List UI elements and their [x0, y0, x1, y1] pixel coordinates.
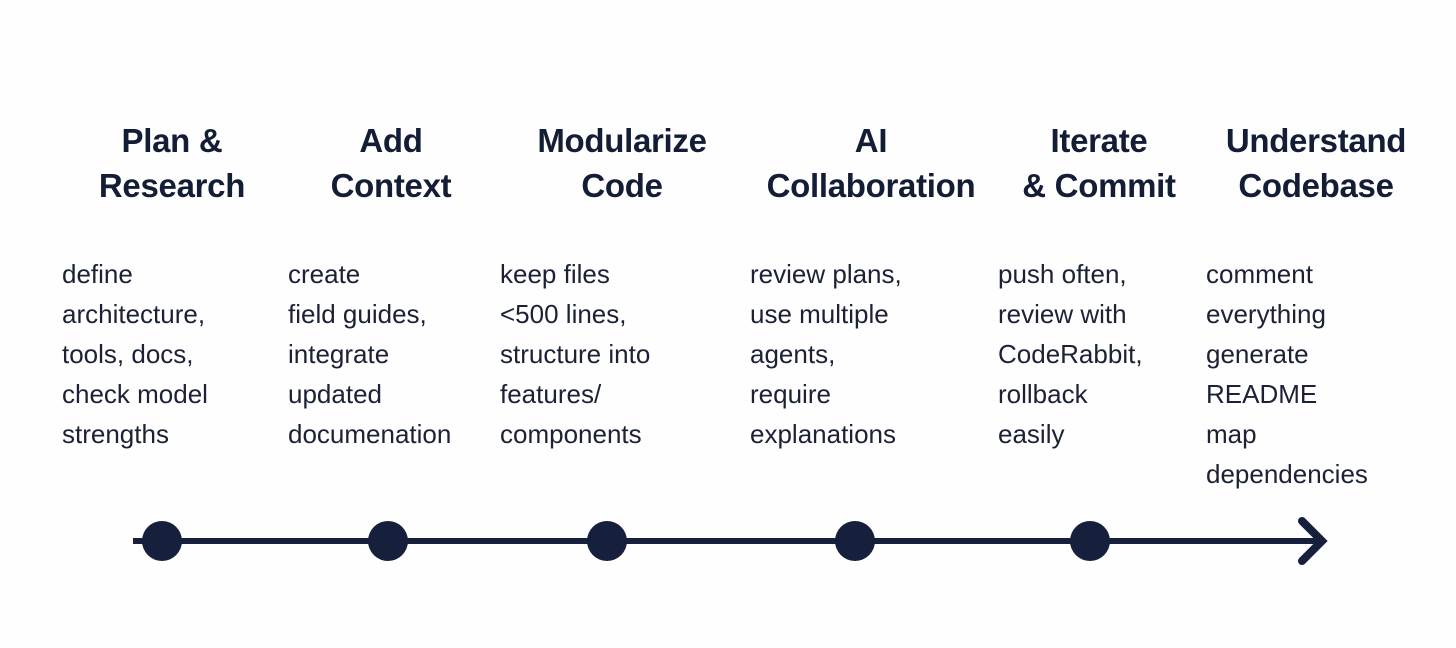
- stage-description: define architecture, tools, docs, check …: [62, 259, 208, 449]
- stage-title: Plan & Research: [98, 122, 246, 204]
- timeline-axis: [0, 505, 1456, 580]
- stage-column-add-context: Add Context create field guides, integra…: [288, 118, 500, 454]
- stage-column-iterate-commit: Iterate & Commit push often, review with…: [998, 118, 1206, 454]
- stage-title: Iterate & Commit: [1022, 122, 1176, 204]
- stage-column-modularize-code: Modularize Code keep files <500 lines, s…: [500, 118, 750, 454]
- stage-description: keep files <500 lines, structure into fe…: [500, 259, 651, 449]
- timeline-nodes: [142, 521, 1110, 561]
- timeline-node-2: [368, 521, 408, 561]
- stage-title: Modularize Code: [537, 122, 707, 204]
- timeline-arrow-head-icon: [1298, 517, 1328, 565]
- stage-column-ai-collaboration: AI Collaboration review plans, use multi…: [750, 118, 998, 454]
- stage-description: review plans, use multiple agents, requi…: [750, 259, 902, 449]
- timeline-node-4: [835, 521, 875, 561]
- stage-column-plan-research: Plan & Research define architecture, too…: [62, 118, 288, 454]
- timeline-node-5: [1070, 521, 1110, 561]
- stage-title: Add Context: [330, 122, 452, 204]
- timeline-node-3: [587, 521, 627, 561]
- stage-description: create field guides, integrate updated d…: [288, 259, 452, 449]
- stage-columns: Plan & Research define architecture, too…: [62, 118, 1432, 494]
- stage-column-understand-codebase: Understand Codebase comment everything g…: [1206, 118, 1432, 494]
- stage-description: push often, review with CodeRabbit, roll…: [998, 259, 1143, 449]
- timeline-node-1: [142, 521, 182, 561]
- stage-title: AI Collaboration: [766, 122, 976, 204]
- stage-title: Understand Codebase: [1225, 122, 1407, 204]
- stage-description: comment everything generate README map d…: [1206, 259, 1368, 489]
